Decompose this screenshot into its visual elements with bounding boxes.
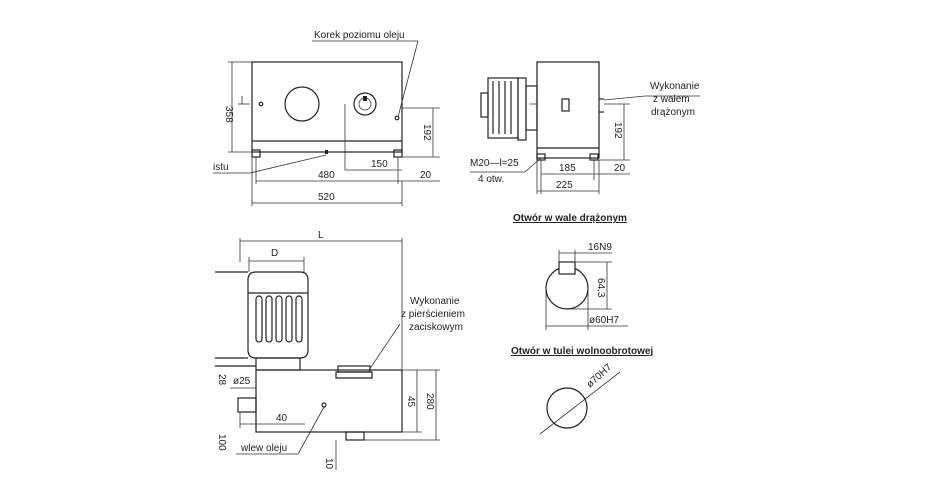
hollow-shaft-depth-dim: 64,3 — [595, 278, 606, 298]
side-housing — [536, 61, 600, 159]
motor-dim-D: D — [271, 248, 278, 259]
holes-label: 4 otw. — [478, 174, 504, 185]
variant-hollow-shaft-line2: z wałem — [653, 94, 690, 105]
front-dim-150: 150 — [371, 159, 388, 170]
side-dim-20: 20 — [614, 163, 626, 174]
motor-dim-side-top: 28 — [216, 374, 227, 386]
front-housing — [251, 61, 403, 153]
motor-dim-side-bottom: 100 — [216, 434, 227, 451]
sleeve-dia-dim: ø70H7 — [585, 362, 615, 391]
motor-fins — [255, 295, 303, 343]
hollow-shaft-dia-dim: ø60H7 — [589, 315, 619, 326]
variant-hollow-shaft-line3: drążonym — [651, 107, 695, 118]
front-input-shaft — [353, 92, 377, 116]
hollow-shaft-hole: Otwór w wale drążonym 16N9 64,3 ø60H7 — [513, 213, 628, 330]
vent-label: istu — [213, 162, 229, 173]
sleeve-bore — [546, 387, 588, 429]
motor-dim-40: 40 — [276, 413, 288, 424]
front-dim-20: 20 — [420, 170, 432, 181]
side-dim-225: 225 — [556, 180, 573, 191]
oil-level-plug-label: Korek poziomu oleju — [314, 30, 405, 41]
side-dim-192: 192 — [612, 122, 623, 139]
variant-hollow-shaft-line1: Wykonanie — [650, 81, 700, 92]
motor-view: L D Wykonanie z pierścieniem zacis — [215, 230, 465, 470]
motor-dim-280: 280 — [424, 393, 435, 410]
motor-dim-10: 10 — [323, 458, 334, 470]
front-view: Korek poziomu oleju 358 192 istu 150 480… — [213, 30, 440, 206]
front-dim-height: 358 — [223, 106, 234, 123]
front-output-shaft — [284, 86, 320, 122]
front-dim-192: 192 — [421, 124, 432, 141]
clamp-variant-line2: z pierścieniem — [401, 309, 465, 320]
motor-body — [247, 271, 309, 359]
motor-dim-25: ø25 — [233, 376, 251, 387]
bolt-label: M20—l=25 — [470, 158, 519, 169]
hollow-shaft-key-dim: 16N9 — [588, 242, 612, 253]
hollow-shaft-title: Otwór w wale drążonym — [513, 213, 627, 224]
sleeve-hole: Otwór w tulei wolnoobrotowej ø70H7 — [511, 346, 653, 435]
sleeve-hole-title: Otwór w tulei wolnoobrotowej — [511, 346, 653, 357]
motor-dim-L: L — [318, 230, 324, 241]
side-dim-185: 185 — [559, 163, 576, 174]
oil-fill-label: wlew oleju — [240, 443, 287, 454]
clamp-variant-line3: zaciskowym — [409, 322, 463, 333]
front-dim-520: 520 — [318, 192, 335, 203]
front-dim-480: 480 — [318, 170, 335, 181]
side-motor-fins — [492, 81, 512, 134]
side-view: Wykonanie z wałem drążonym 192 M20—l=25 … — [470, 61, 700, 194]
motor-dim-45: 45 — [405, 396, 416, 408]
clamp-variant-line1: Wykonanie — [410, 296, 460, 307]
